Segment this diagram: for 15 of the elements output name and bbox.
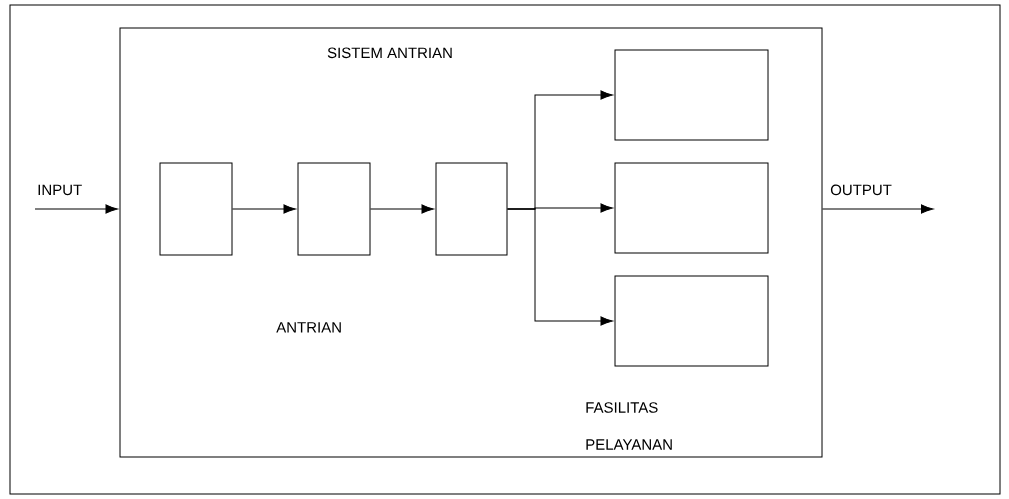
- text-label: ANTRIAN: [276, 322, 341, 333]
- edge-label: OUTPUT: [830, 184, 892, 196]
- server-box: [614, 162, 769, 254]
- arrow: [34, 204, 118, 214]
- arrow: [232, 204, 296, 214]
- queue-box: [435, 162, 508, 256]
- arrow: [370, 204, 434, 214]
- queue-box: [159, 162, 233, 256]
- queue-box: [297, 162, 371, 256]
- edge-label: INPUT: [38, 184, 82, 196]
- arrow: [507, 208, 613, 326]
- text-label: FASILITAS PELAYANAN: [586, 402, 672, 450]
- server-box: [614, 275, 769, 367]
- arrow: [822, 204, 934, 214]
- server-box: [614, 49, 769, 141]
